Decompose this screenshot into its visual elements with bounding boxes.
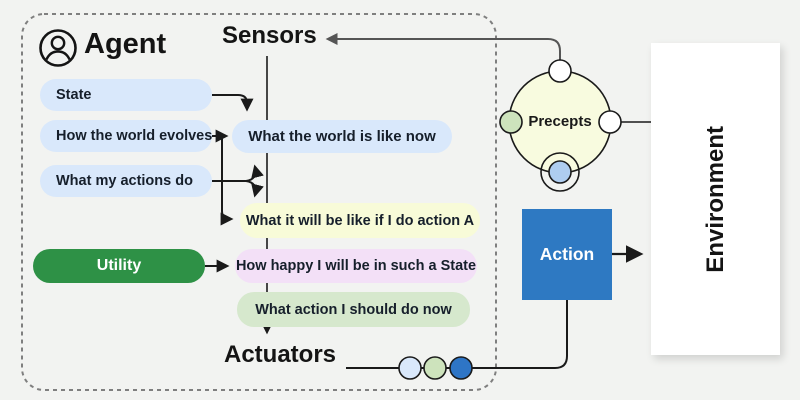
state-arrow [212,94,254,112]
fork-down-arrow [245,180,264,198]
action-box: Action [522,209,612,300]
precepts-node-right [598,110,622,134]
environment-label: Environment [701,125,729,273]
precepts-to-sensors-arrow [325,33,561,62]
precepts-node-bottom [548,160,572,184]
actuators-label: Actuators [224,341,337,368]
pill-what-actions-do: What my actions do [40,165,212,197]
precepts-lens-circle [540,152,580,192]
pill-world-now: What the world is like now [232,120,452,153]
pill-state: State [40,79,212,111]
pill-how-world-evolves: How the world evolves [40,120,212,152]
actuator-dot-light-blue [398,356,422,380]
agent-title: Agent [84,28,167,60]
pill-action-a: What it will be like if I do action A [240,203,480,238]
sensors-label: Sensors [222,22,317,49]
agent-boundary [21,13,497,391]
fork-up-arrow [245,164,264,182]
branch-line [220,136,234,226]
action-label: Action [539,244,595,264]
action-to-actuators-line [346,300,568,369]
pill-utility: Utility [33,249,205,283]
pill-happy: How happy I will be in such a State [235,249,477,283]
pill-action-now: What action I should do now [237,292,470,327]
precepts-node-left [499,110,523,134]
actuator-dot-dark-blue [449,356,473,380]
agent-avatar-icon [39,29,77,67]
actuator-dot-green [423,356,447,380]
environment-box: Environment [651,43,780,355]
precepts-label: Precepts [528,113,592,130]
precepts-node-top [548,59,572,83]
